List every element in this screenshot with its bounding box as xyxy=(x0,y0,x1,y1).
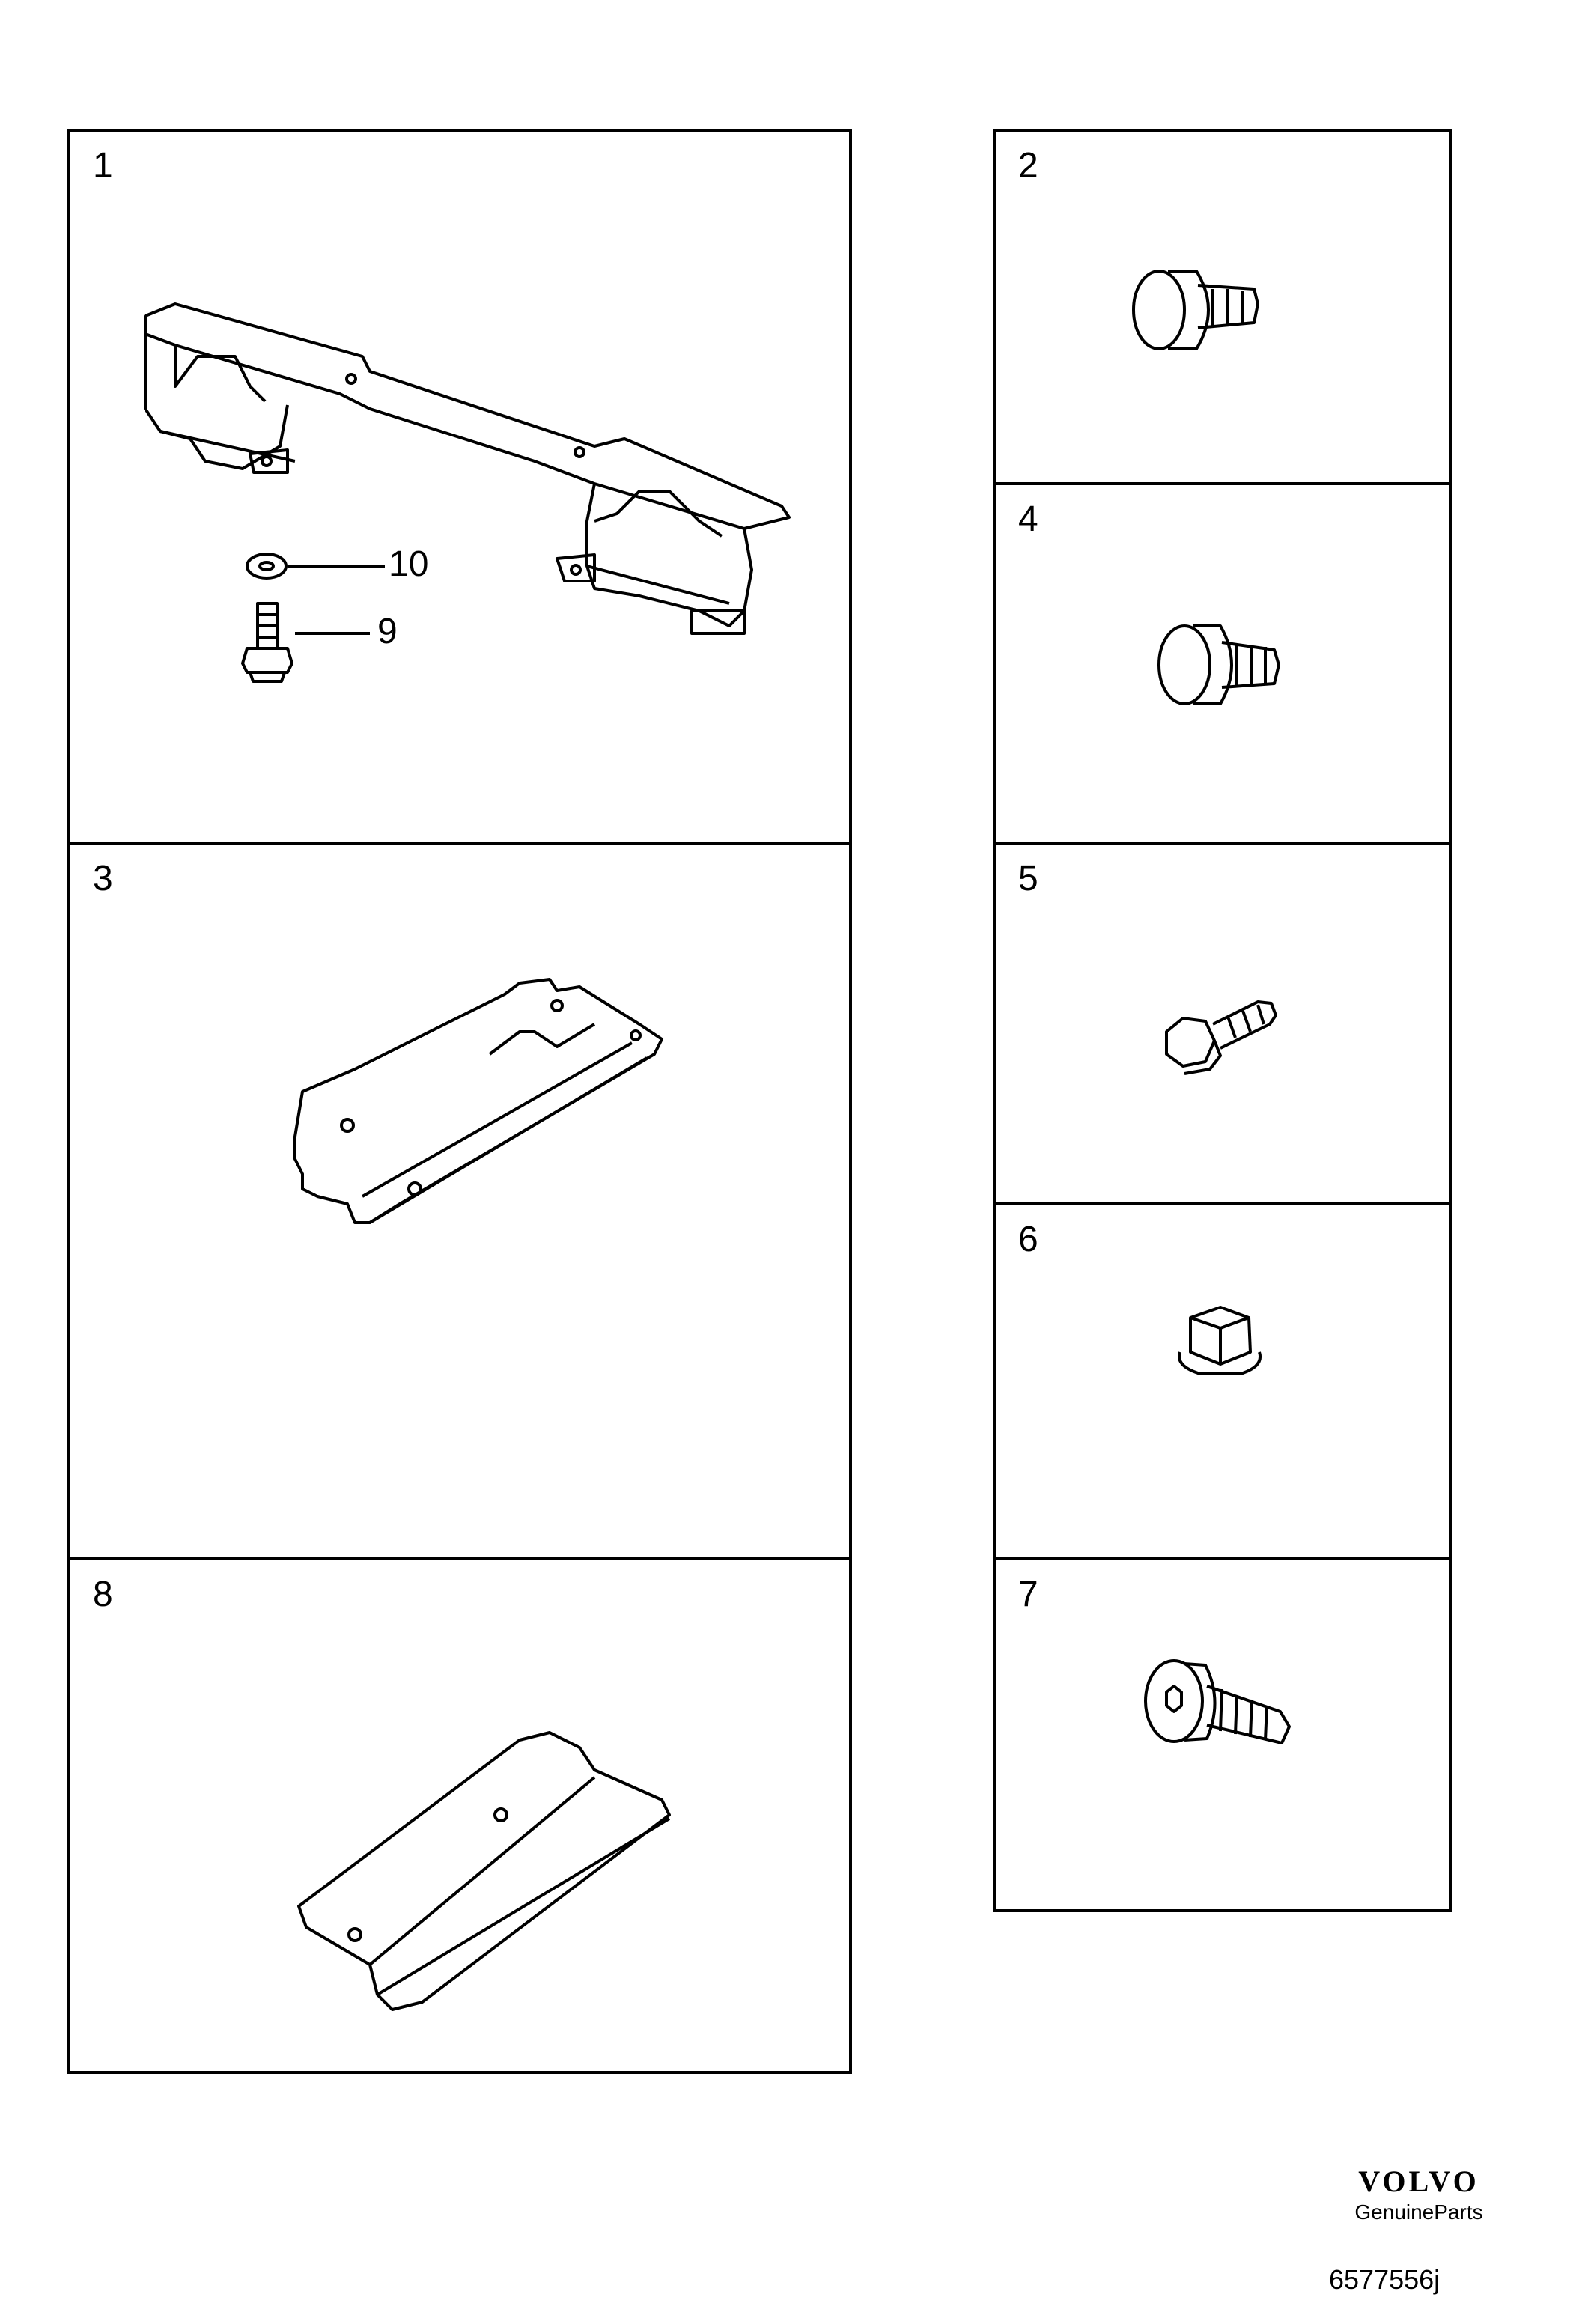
reference-number: 6577556j xyxy=(1329,2264,1441,2295)
panel-1: 1 xyxy=(67,129,852,848)
panel-8: 8 xyxy=(67,1557,852,2074)
panel-2: 2 xyxy=(993,129,1452,488)
volvo-logo: VOLVO xyxy=(1358,2165,1479,2198)
flange-nut-illustration xyxy=(1178,1306,1262,1375)
round-head-screw-illustration-2 xyxy=(1157,624,1280,705)
plate-bracket-illustration xyxy=(293,978,663,1224)
panel-6-number: 6 xyxy=(1018,1220,1038,1259)
flange-bolt-illustration xyxy=(1165,1000,1277,1075)
panel-6: 6 xyxy=(993,1202,1452,1566)
callout-washer: 10 xyxy=(389,544,429,584)
panel-4-number: 4 xyxy=(1018,499,1038,539)
flat-strap-illustration xyxy=(297,1731,671,2011)
crossmember-bracket-illustration xyxy=(144,302,791,683)
panel-5-number: 5 xyxy=(1018,859,1038,898)
panel-3: 3 xyxy=(67,842,852,1563)
panel-7-number: 7 xyxy=(1018,1575,1038,1614)
panel-7: 7 xyxy=(993,1557,1452,1912)
brand-block: VOLVO GenuineParts xyxy=(1306,2164,1531,2224)
panel-8-number: 8 xyxy=(93,1575,113,1614)
panel-3-number: 3 xyxy=(93,859,113,898)
panel-5: 5 xyxy=(993,842,1452,1208)
callout-bolt: 9 xyxy=(377,612,398,651)
panel-2-number: 2 xyxy=(1018,146,1038,186)
panel-1-number: 1 xyxy=(93,146,113,186)
round-head-screw-illustration xyxy=(1132,270,1259,350)
panel-4: 4 xyxy=(993,482,1452,848)
torx-screw-illustration xyxy=(1144,1659,1291,1744)
brand-subtitle: GenuineParts xyxy=(1354,2200,1483,2224)
